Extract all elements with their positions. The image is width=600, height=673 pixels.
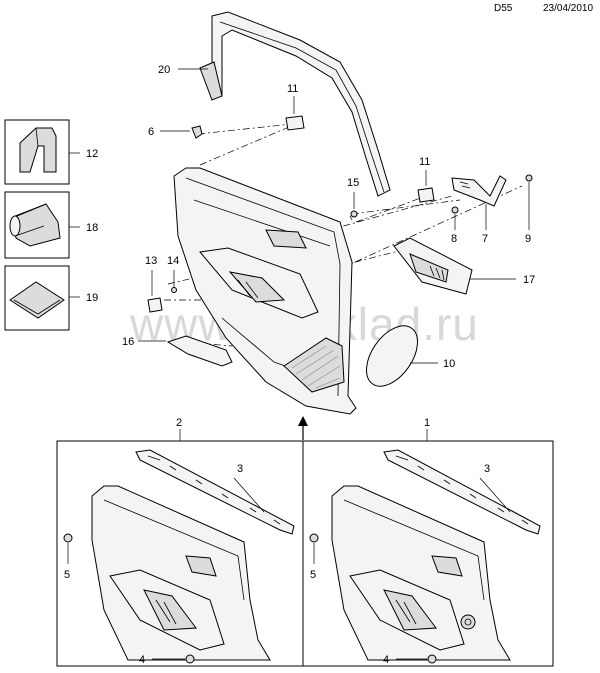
screw-8 [451, 206, 459, 214]
callout-3-right: 3 [484, 463, 490, 475]
variant-1-door-panel [331, 449, 541, 661]
callout-4-left: 4 [139, 654, 145, 666]
callout-11-upper: 11 [287, 83, 298, 95]
callout-1: 1 [424, 417, 430, 429]
legend-box-19 [4, 265, 70, 331]
callout-19: 19 [86, 292, 98, 304]
callout-10: 10 [443, 358, 455, 370]
callout-18: 18 [86, 222, 98, 234]
legend-box-12 [4, 119, 70, 185]
variant-2-door-panel [91, 449, 295, 661]
window-frame-seal [199, 11, 391, 197]
callout-11-lower: 11 [419, 156, 430, 168]
screw-15 [349, 210, 358, 221]
callout-12: 12 [86, 148, 98, 160]
direction-arrow [298, 416, 308, 440]
callout-13: 13 [145, 255, 157, 267]
variant-1-clip-5 [309, 533, 319, 543]
callout-9: 9 [525, 233, 531, 245]
callout-7: 7 [482, 233, 488, 245]
armrest-trim-16 [166, 335, 233, 367]
diagram-code: D55 [494, 3, 513, 14]
callout-16: 16 [122, 336, 134, 348]
variant-detail-frame [56, 429, 554, 667]
pull-handle-17 [393, 237, 473, 295]
callout-6: 6 [148, 126, 154, 138]
cap-13 [147, 297, 163, 313]
callout-5-left: 5 [64, 569, 70, 581]
callout-3-left: 3 [237, 463, 243, 475]
callout-4-right: 4 [383, 654, 389, 666]
legend-box-18 [4, 191, 70, 259]
variant-2-nut-4 [185, 654, 195, 664]
callout-5-right: 5 [310, 569, 316, 581]
callout-20: 20 [158, 64, 170, 76]
callout-17: 17 [523, 274, 535, 286]
callout-14: 14 [167, 255, 179, 267]
variant-1-nut-4 [427, 654, 437, 664]
callout-15: 15 [347, 177, 359, 189]
screw-9 [525, 174, 533, 182]
pad-11-lower [417, 187, 435, 203]
bracket-7 [451, 175, 507, 207]
speaker-pad-10 [366, 325, 418, 387]
pad-11-upper [285, 115, 305, 131]
callout-2: 2 [176, 417, 182, 429]
screw-14 [171, 287, 177, 293]
variant-2-clip-5 [63, 533, 73, 543]
diagram-date: 23/04/2010 [543, 3, 594, 14]
clip-6 [191, 125, 203, 139]
door-trim-panel-main [173, 167, 357, 415]
callout-8: 8 [451, 233, 457, 245]
